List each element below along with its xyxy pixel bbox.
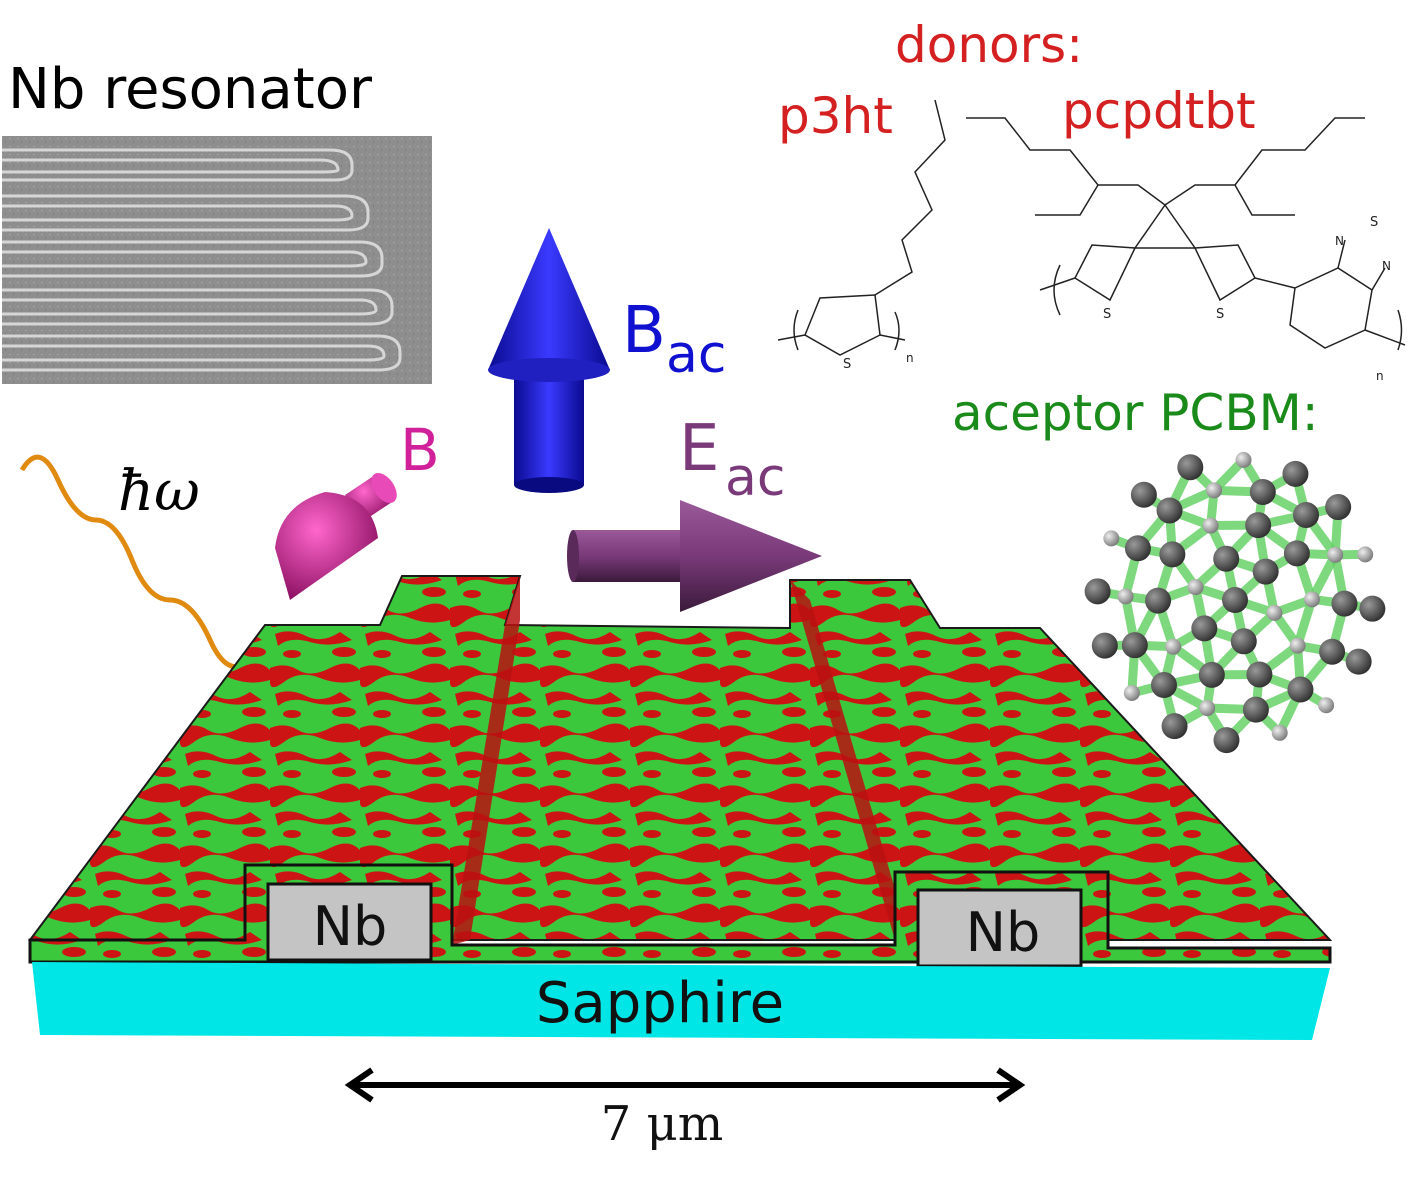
fullerene-atom <box>1199 700 1215 716</box>
fullerene-atom <box>1125 535 1151 561</box>
fullerene-atom <box>1327 547 1343 563</box>
fullerene-atom <box>1319 639 1345 665</box>
fullerene-atom <box>1325 494 1351 520</box>
fullerene-atom <box>1206 482 1222 498</box>
fullerene-atom <box>1188 579 1204 595</box>
fullerene-atom <box>1124 685 1140 701</box>
fullerene-atom <box>1213 546 1239 572</box>
fullerene-atom <box>1293 502 1319 528</box>
b-label: B <box>400 416 440 484</box>
eac-label: E <box>679 412 719 486</box>
fullerene-atom <box>1092 633 1118 659</box>
bac-subscript: ac <box>666 325 726 385</box>
fullerene-atom <box>1231 628 1257 654</box>
atom-s-label: S <box>1216 307 1224 322</box>
fullerene-atom <box>1346 649 1372 675</box>
fullerene-atom <box>1250 479 1276 505</box>
fullerene-atom <box>1191 615 1217 641</box>
acceptor-title: aceptor PCBM: <box>952 384 1319 442</box>
fullerene-atom <box>1357 546 1373 562</box>
fullerene-atom <box>1318 697 1334 713</box>
bac-arrow <box>488 228 610 493</box>
donor-p3ht-label: p3ht <box>778 87 893 145</box>
donor-pcpdtbt-label: pcpdtbt <box>1062 82 1256 140</box>
fullerene-atom <box>1359 596 1385 622</box>
fullerene-atom <box>1331 591 1357 617</box>
fullerene-atom <box>1145 588 1171 614</box>
donors-title: donors: <box>895 16 1083 74</box>
sapphire-label: Sapphire <box>536 971 784 1036</box>
resonator-title: Nb resonator <box>8 57 373 122</box>
fullerene-atom <box>1085 578 1111 604</box>
fullerene-atom <box>1222 587 1248 613</box>
bac-label: B <box>622 294 666 368</box>
fullerene-atom <box>1159 541 1185 567</box>
atom-n-label: N <box>1382 259 1391 273</box>
fullerene-atom <box>1165 639 1181 655</box>
fullerene-atom <box>1213 727 1239 753</box>
atom-s-label: S <box>1103 307 1111 322</box>
fullerene-atom <box>1162 713 1188 739</box>
fullerene-atom <box>1253 559 1279 585</box>
fullerene-atom <box>1243 697 1269 723</box>
fullerene-atom <box>1131 482 1157 508</box>
fullerene-atom <box>1304 591 1320 607</box>
fullerene-atom <box>1282 461 1308 487</box>
fullerene-icon <box>1085 452 1386 753</box>
fullerene-atom <box>1236 452 1252 468</box>
nb-label-right: Nb <box>966 901 1041 964</box>
fullerene-atom <box>1284 540 1310 566</box>
eac-subscript: ac <box>725 448 785 508</box>
atom-s-label: S <box>1370 215 1378 230</box>
sem-image <box>2 136 432 384</box>
photon-label: ħω <box>118 459 200 524</box>
fullerene-atom <box>1245 512 1271 538</box>
eac-arrow <box>567 500 822 612</box>
fullerene-atom <box>1118 588 1134 604</box>
fullerene-atom <box>1122 632 1148 658</box>
repeat-n-label: n <box>906 351 914 365</box>
atom-s-label: S <box>843 357 851 372</box>
fullerene-atom <box>1177 454 1203 480</box>
fullerene-atom <box>1246 661 1272 687</box>
fullerene-atom <box>1287 677 1313 703</box>
fullerene-atom <box>1199 662 1225 688</box>
fullerene-atom <box>1157 497 1183 523</box>
scale-label: 7 μm <box>601 1096 724 1152</box>
magnetic-moment-icon <box>275 468 402 600</box>
fullerene-atom <box>1151 672 1177 698</box>
fullerene-atom <box>1290 638 1306 654</box>
fullerene-atom <box>1266 605 1282 621</box>
atom-n-label: N <box>1335 234 1344 248</box>
repeat-n-label: n <box>1376 369 1384 383</box>
fullerene-atom <box>1203 518 1219 534</box>
fullerene-atom <box>1103 530 1119 546</box>
nb-label-left: Nb <box>313 895 388 958</box>
fullerene-atom <box>1272 725 1288 741</box>
